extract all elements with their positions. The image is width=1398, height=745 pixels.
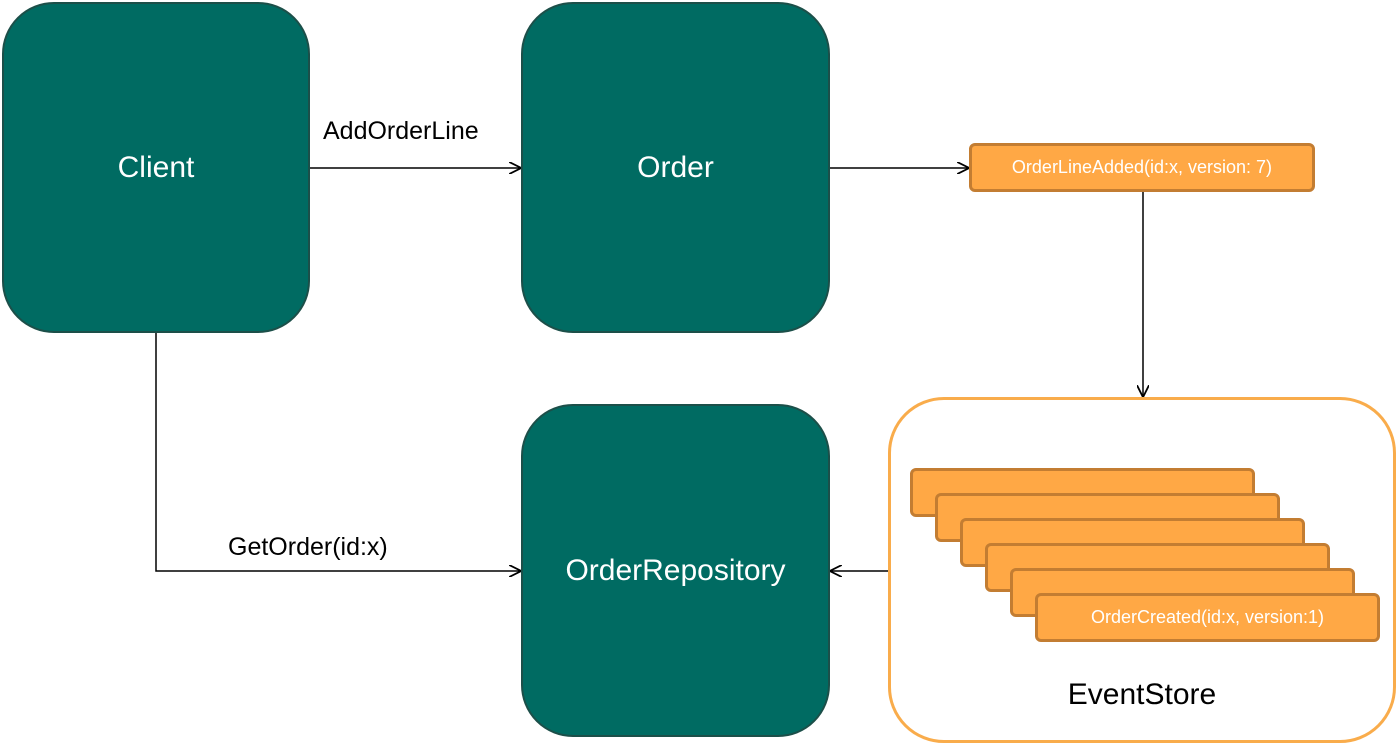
client-label: Client <box>117 150 195 184</box>
order-created-label: OrderCreated(id:x, version:1) <box>1090 607 1325 627</box>
order-line-added-event: OrderLineAdded(id:x, version: 7) <box>969 143 1315 192</box>
order-line-added-label: OrderLineAdded(id:x, version: 7) <box>1011 157 1273 177</box>
add-order-line-label: AddOrderLine <box>323 117 479 145</box>
arrow-client-to-repository <box>155 333 520 571</box>
order-label: Order <box>637 150 714 184</box>
order-node: Order <box>521 2 830 333</box>
get-order-label: GetOrder(id:x) <box>228 533 388 561</box>
order-repository-label: OrderRepository <box>565 553 786 587</box>
event-store-label: EventStore <box>1067 678 1217 711</box>
order-repository-node: OrderRepository <box>521 404 830 737</box>
order-created-event: OrderCreated(id:x, version:1) <box>1035 593 1380 642</box>
client-node: Client <box>2 2 310 333</box>
